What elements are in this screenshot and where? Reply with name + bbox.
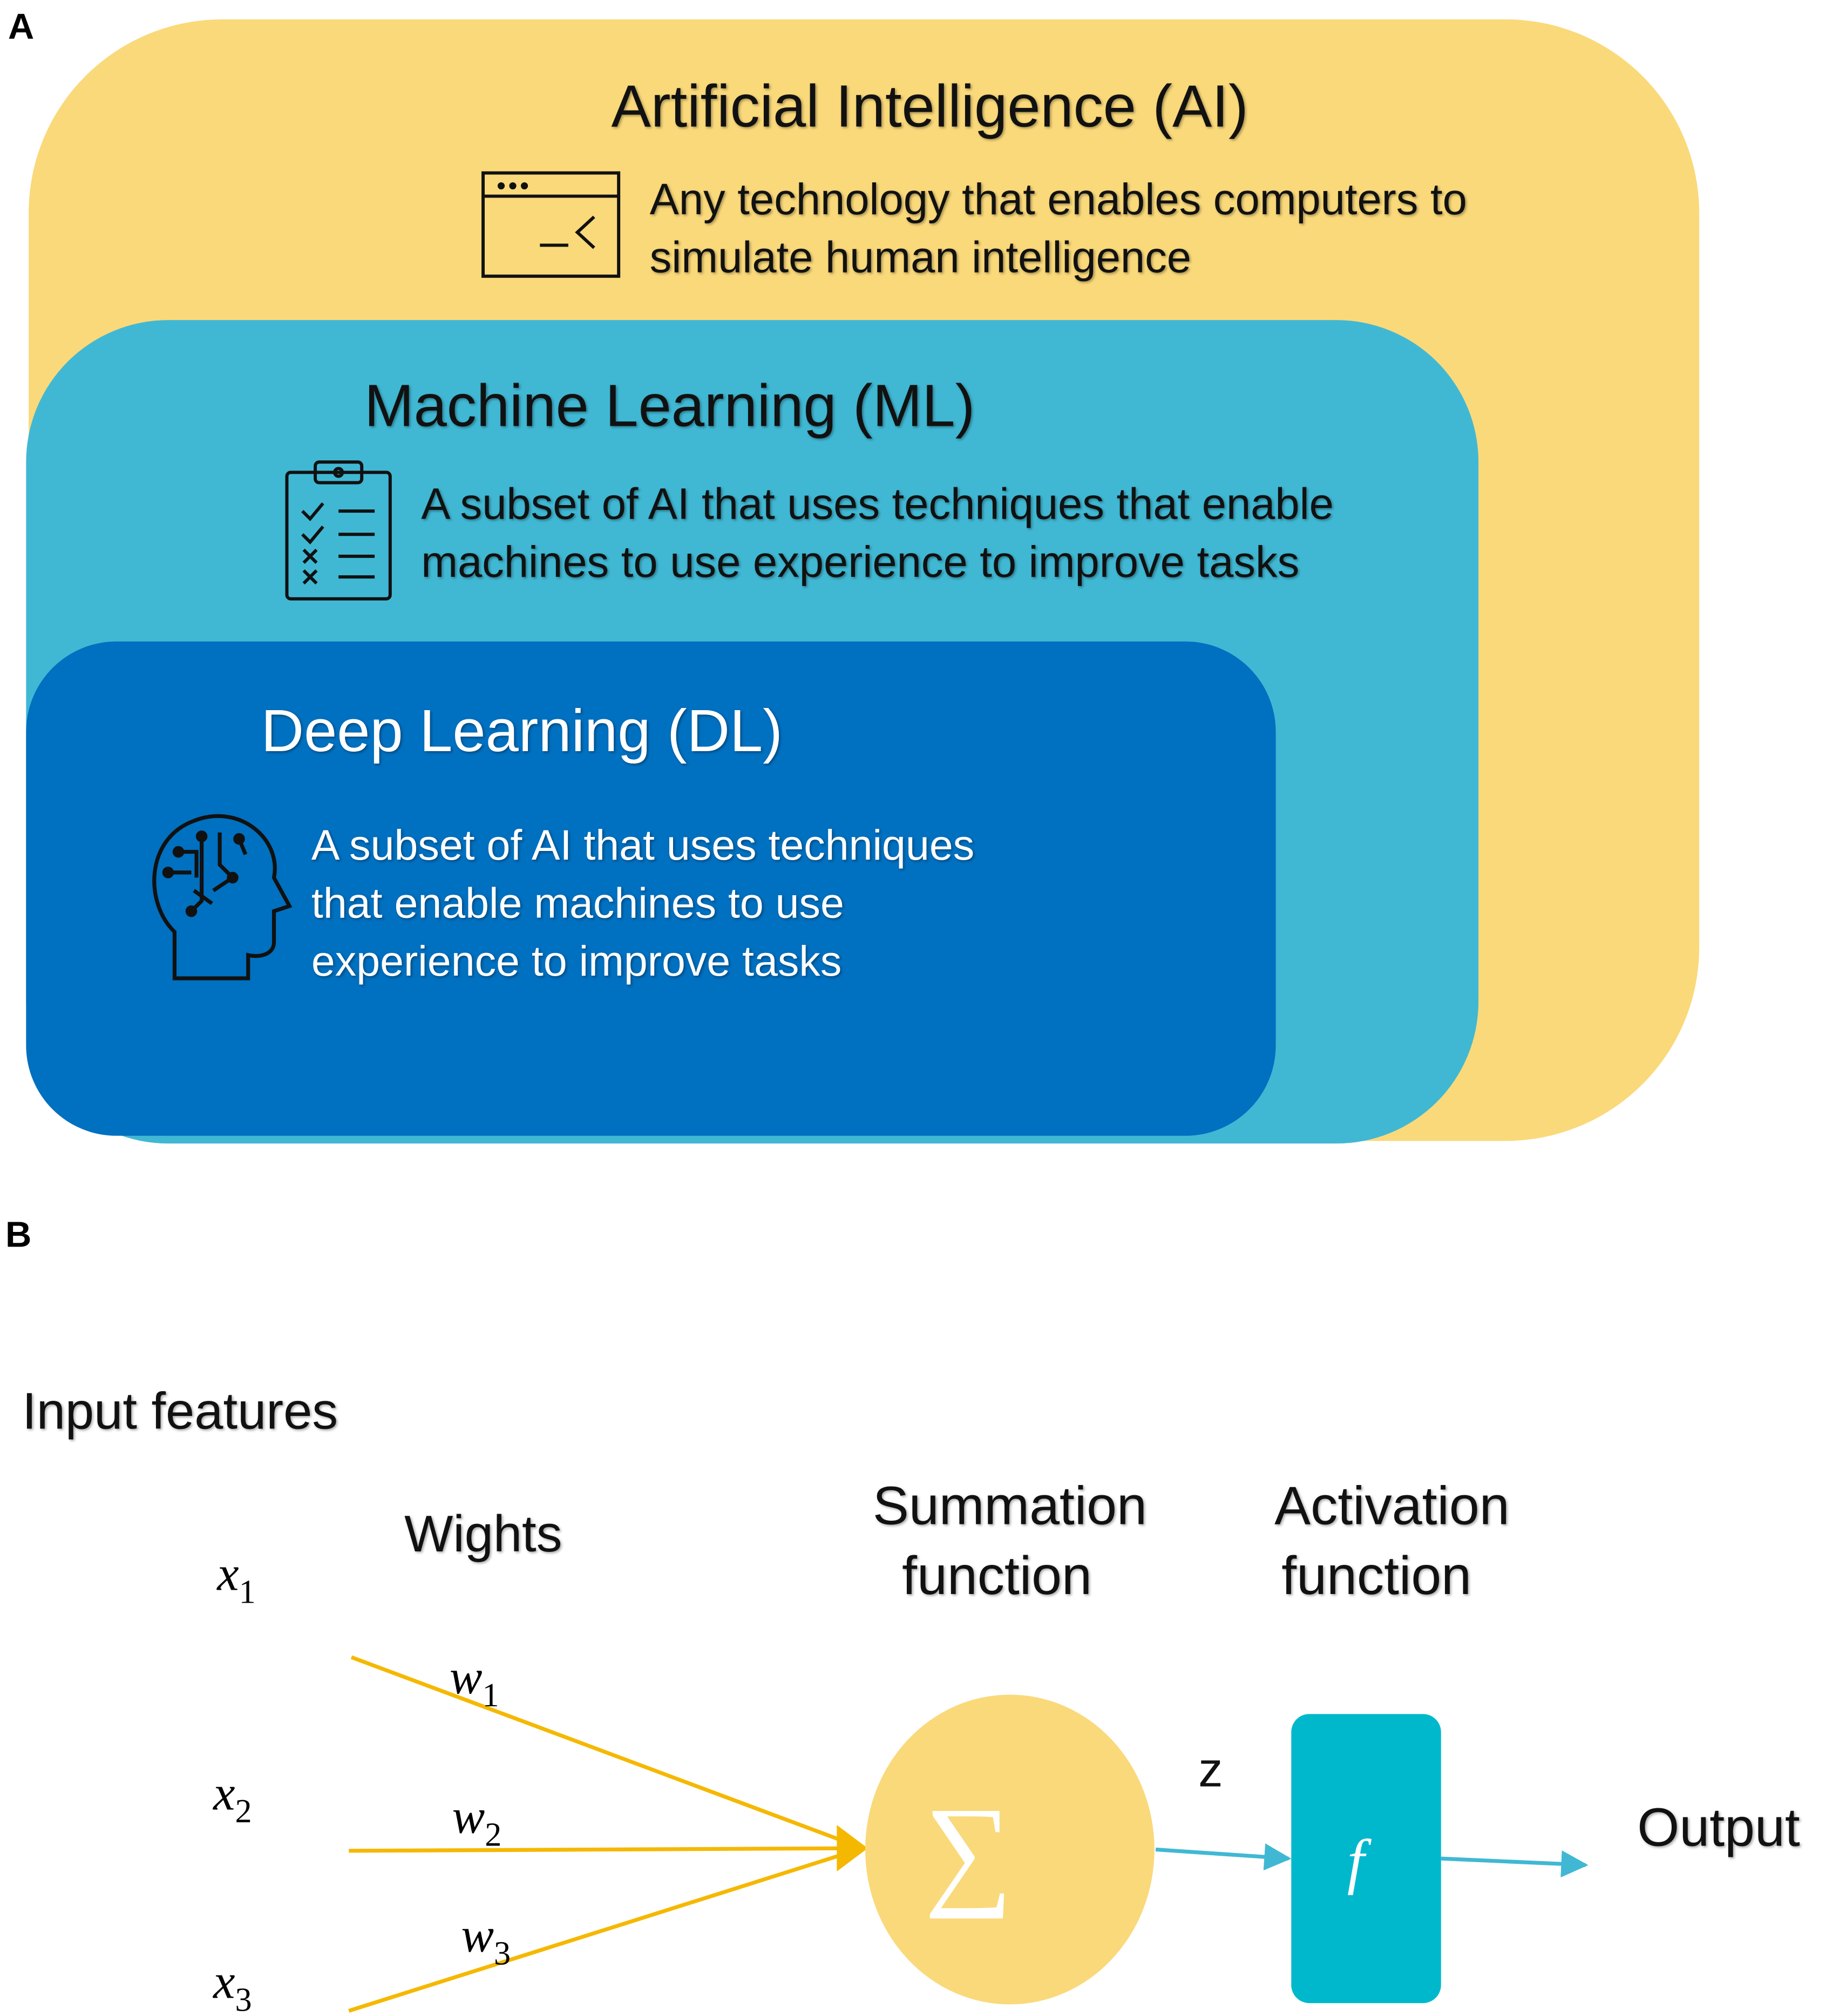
ml-desc-line-1: A subset of AI that uses techniques that… bbox=[421, 480, 1334, 529]
activation-node bbox=[1291, 1714, 1441, 2004]
dl-desc-line-3: experience to improve tasks bbox=[311, 937, 841, 985]
svg-text:w2: w2 bbox=[452, 1789, 502, 1853]
brain-head-circuit-icon bbox=[152, 814, 293, 980]
dl-box bbox=[26, 641, 1276, 1136]
panel-a-label: A bbox=[8, 6, 34, 47]
svg-text:x2: x2 bbox=[212, 1766, 252, 1830]
arrow-output bbox=[1441, 1850, 1589, 1878]
summation-label-2: function bbox=[902, 1545, 1092, 1606]
ai-title: Artificial Intelligence (AI) bbox=[612, 73, 1248, 139]
summation-label-1: Summation bbox=[873, 1476, 1147, 1536]
arrow-z bbox=[1155, 1843, 1292, 1871]
svg-text:w1: w1 bbox=[450, 1650, 499, 1714]
summation-node bbox=[865, 1694, 1155, 2005]
svg-text:x1: x1 bbox=[216, 1547, 255, 1611]
panel-b-label: B bbox=[5, 1214, 31, 1255]
ai-desc-line-2: simulate human intelligence bbox=[650, 233, 1191, 282]
weights-label: Wights bbox=[404, 1505, 562, 1563]
ml-desc-line-2: machines to use experience to improve ta… bbox=[421, 537, 1299, 587]
edge-w3 bbox=[348, 1846, 864, 2013]
svg-text:w3: w3 bbox=[461, 1908, 511, 1972]
sigma-symbol: ∑ bbox=[925, 1781, 1013, 1919]
edge-w1 bbox=[350, 1655, 864, 1850]
ml-title: Machine Learning (ML) bbox=[364, 372, 975, 439]
weight-w1: w1 bbox=[450, 1650, 499, 1714]
activation-label-1: Activation bbox=[1274, 1476, 1509, 1536]
svg-text:x3: x3 bbox=[212, 1954, 252, 2016]
weight-w2: w2 bbox=[452, 1789, 502, 1853]
dl-desc-line-1: A subset of AI that uses techniques bbox=[311, 821, 974, 869]
ai-desc-line-1: Any technology that enables computers to bbox=[650, 175, 1467, 224]
activation-label-2: function bbox=[1281, 1545, 1471, 1606]
clipboard-checklist-icon bbox=[285, 460, 392, 601]
output-label: Output bbox=[1637, 1797, 1800, 1857]
input-x1: x1 bbox=[216, 1547, 255, 1611]
dl-desc-line-2: that enable machines to use bbox=[311, 880, 844, 927]
input-features-label: Input features bbox=[22, 1382, 338, 1440]
edge-w2 bbox=[349, 1846, 863, 1853]
edge-arrowhead bbox=[837, 1825, 868, 1872]
input-x2: x2 bbox=[212, 1766, 252, 1830]
input-x3: x3 bbox=[212, 1954, 252, 2016]
terminal-window-icon bbox=[481, 171, 621, 278]
weight-w3: w3 bbox=[461, 1908, 511, 1972]
dl-title: Deep Learning (DL) bbox=[261, 698, 783, 764]
z-label: z bbox=[1198, 1742, 1223, 1797]
